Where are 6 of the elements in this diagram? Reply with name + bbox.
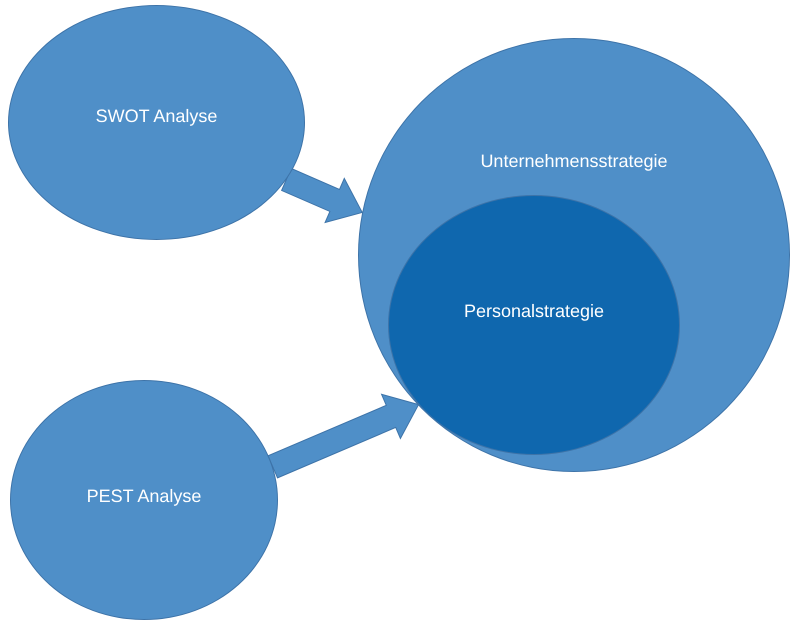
node-label: Unternehmensstrategie (480, 151, 668, 171)
node-label: SWOT Analyse (96, 106, 218, 126)
node-label: Personalstrategie (464, 301, 604, 321)
node-label: PEST Analyse (86, 486, 202, 506)
block-arrow (267, 394, 420, 479)
block-arrow (280, 168, 363, 224)
